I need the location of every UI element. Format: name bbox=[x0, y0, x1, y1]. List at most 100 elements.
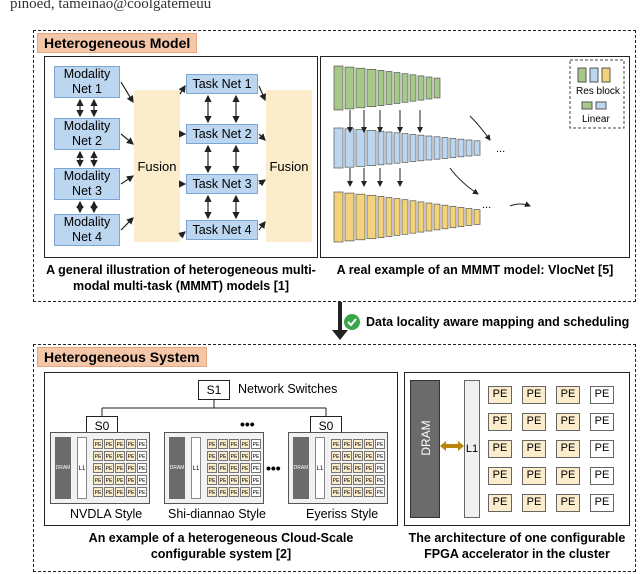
mini-pe: PE bbox=[364, 487, 374, 497]
mini-pe: PE bbox=[342, 439, 352, 449]
mini-pe: PE bbox=[331, 475, 341, 485]
fusion-block-1: Fusion bbox=[134, 90, 180, 242]
blue-block-14 bbox=[457, 138, 465, 158]
mini-pe: PE bbox=[240, 439, 250, 449]
mini-pe: PE bbox=[240, 475, 250, 485]
mini-pe: PE bbox=[126, 463, 136, 473]
switch-s0-right: S0 bbox=[310, 416, 342, 436]
pe-cell-r0-c0: PE bbox=[488, 386, 512, 404]
blue-block-6 bbox=[393, 132, 401, 164]
cloud-system-box bbox=[44, 372, 398, 526]
mini-pe: PE bbox=[353, 475, 363, 485]
mini-pe: PE bbox=[137, 487, 147, 497]
mini-pe: PE bbox=[331, 487, 341, 497]
caption-mmmt-general: A general illustration of heterogeneous … bbox=[46, 263, 316, 293]
mini-pe: PE bbox=[115, 487, 125, 497]
mini-pe: PE bbox=[353, 463, 363, 473]
mini-l1: L1 bbox=[77, 437, 87, 499]
mini-pe: PE bbox=[229, 451, 239, 461]
blue-block-7 bbox=[401, 133, 409, 163]
mini-pe: PE bbox=[137, 475, 147, 485]
dots-top: ••• bbox=[240, 416, 255, 432]
yellow-block-15 bbox=[465, 208, 473, 226]
vlocnet-dots-2: ... bbox=[482, 199, 491, 211]
green-block-2 bbox=[355, 67, 366, 109]
pe-cell-r2-c0: PE bbox=[488, 440, 512, 458]
mini-pe: PE bbox=[229, 439, 239, 449]
mini-pe: PE bbox=[218, 487, 228, 497]
heterogeneous-model-tag: Heterogeneous Model bbox=[37, 33, 198, 53]
pe-cell-r2-c1: PE bbox=[522, 440, 546, 458]
blue-block-2 bbox=[355, 129, 366, 167]
fpga-dram-label: DRAM bbox=[419, 420, 433, 456]
network-switches-label: Network Switches bbox=[238, 382, 338, 396]
pe-cell-r2-c2: PE bbox=[556, 440, 580, 458]
pe-cell-r4-c1: PE bbox=[522, 494, 546, 512]
modality-net-4: Modality Net 4 bbox=[54, 214, 120, 246]
mini-pe: PE bbox=[207, 475, 217, 485]
mini-dram: DRAM bbox=[293, 437, 309, 499]
pe-cell-r4-c2: PE bbox=[556, 494, 580, 512]
mini-pe: PE bbox=[229, 487, 239, 497]
nvdla-style-label: NVDLA Style bbox=[70, 507, 143, 521]
mini-pe: PE bbox=[364, 463, 374, 473]
mini-pe: PE bbox=[115, 475, 125, 485]
yellow-block-2 bbox=[355, 193, 366, 241]
mini-pe: PE bbox=[342, 451, 352, 461]
switch-s1: S1 bbox=[198, 380, 230, 400]
mini-pe: PE bbox=[218, 451, 228, 461]
yellow-block-4 bbox=[377, 196, 385, 238]
mini-pe: PE bbox=[229, 463, 239, 473]
mini-pe: PE bbox=[115, 451, 125, 461]
pe-cell-r3-c2: PE bbox=[556, 467, 580, 485]
green-block-9 bbox=[417, 75, 425, 101]
mini-pe: PE bbox=[218, 439, 228, 449]
mini-pe: PE bbox=[251, 439, 261, 449]
mini-pe: PE bbox=[240, 463, 250, 473]
yellow-block-11 bbox=[433, 203, 441, 231]
yellow-block-1 bbox=[344, 192, 355, 242]
blue-block-5 bbox=[385, 131, 393, 165]
mini-pe: PE bbox=[115, 439, 125, 449]
mini-pe: PE bbox=[207, 439, 217, 449]
mini-pe: PE bbox=[126, 439, 136, 449]
pe-cell-r0-c1: PE bbox=[522, 386, 546, 404]
pe-cell-r1-c2: PE bbox=[556, 413, 580, 431]
yellow-block-5 bbox=[385, 197, 393, 237]
pe-cell-r3-c0: PE bbox=[488, 467, 512, 485]
green-block-1 bbox=[344, 66, 355, 110]
blue-block-0 bbox=[333, 127, 344, 169]
caption-cloud-system: An example of a heterogeneous Cloud-Scal… bbox=[88, 531, 354, 561]
mini-pe: PE bbox=[93, 451, 103, 461]
mini-pe: PE bbox=[93, 475, 103, 485]
blue-block-16 bbox=[473, 140, 481, 156]
mini-pe: PE bbox=[375, 451, 385, 461]
mapping-text: Data locality aware mapping and scheduli… bbox=[366, 315, 630, 329]
yellow-block-9 bbox=[417, 201, 425, 233]
mini-pe: PE bbox=[331, 463, 341, 473]
legend-linear: Linear bbox=[582, 114, 610, 125]
mini-pe: PE bbox=[375, 463, 385, 473]
mini-pe: PE bbox=[353, 451, 363, 461]
down-arrow bbox=[332, 302, 348, 340]
mini-pe: PE bbox=[353, 439, 363, 449]
mini-pe: PE bbox=[229, 475, 239, 485]
mini-pe: PE bbox=[375, 439, 385, 449]
mini-l1: L1 bbox=[191, 437, 201, 499]
eyeriss-style-label: Eyeriss Style bbox=[306, 507, 379, 521]
heterogeneous-system-panel bbox=[33, 344, 636, 572]
blue-block-11 bbox=[433, 136, 441, 160]
fpga-l1-label: L1 bbox=[465, 443, 479, 455]
mini-pe: PE bbox=[331, 439, 341, 449]
mmmt-illustration-box bbox=[44, 56, 318, 258]
fpga-l1: L1 bbox=[464, 380, 480, 518]
dram-l1-arrow bbox=[440, 441, 464, 451]
green-block-5 bbox=[385, 71, 393, 105]
vlocnet-dots-1: ... bbox=[496, 143, 505, 155]
yellow-block-16 bbox=[473, 209, 481, 225]
mini-pe: PE bbox=[251, 487, 261, 497]
yellow-block-14 bbox=[457, 207, 465, 227]
